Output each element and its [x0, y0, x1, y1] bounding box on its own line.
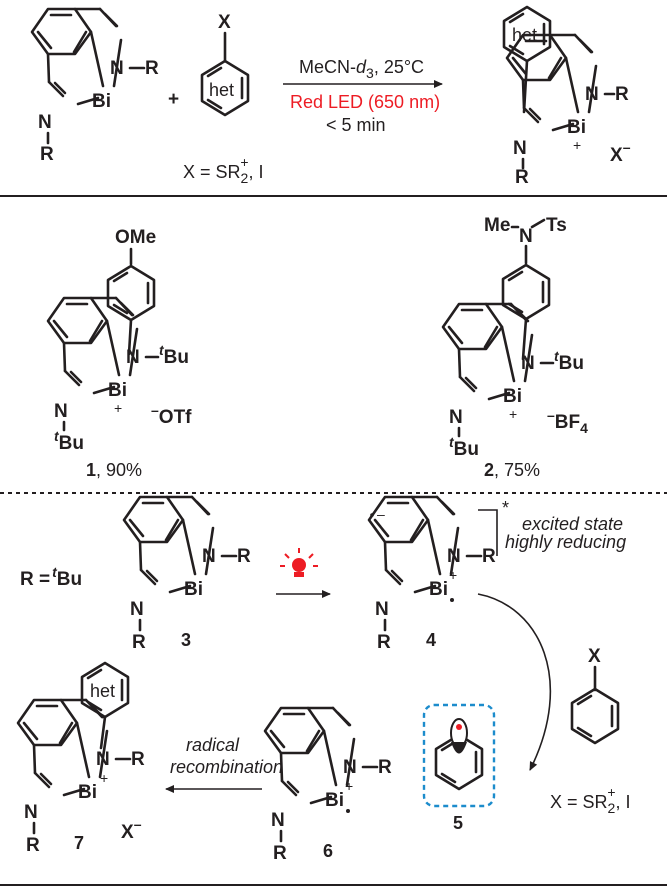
conditions-time: < 5 min [326, 115, 386, 135]
counterion: X– [121, 816, 142, 843]
atom-Bi: Bi [184, 579, 203, 600]
atom-R: R [515, 167, 529, 188]
top-reagent-arene: X het X = SR2+, I [183, 12, 264, 186]
charge-plus: + [573, 137, 581, 153]
atom-R: R [377, 632, 391, 653]
set-arrow [477, 593, 552, 771]
tbu-label: tBu [554, 348, 584, 374]
top-arrow: MeCN-d3, 25°C Red LED (650 nm) < 5 min [283, 57, 443, 135]
atom-R: R [482, 546, 496, 567]
counterion: X– [610, 139, 631, 166]
compound-2-label: 2, 75% [484, 460, 540, 480]
atom-R: R [615, 84, 629, 105]
r-definition: R =tBu [20, 564, 82, 590]
atom-N: N [521, 353, 535, 374]
compound-6-label: 6 [323, 841, 333, 861]
compound-4-label: 4 [426, 630, 436, 650]
atom-N: N [96, 749, 110, 770]
compound-7: het N R Bi + N R 7 X– [16, 661, 145, 856]
atom-N: N [202, 546, 216, 567]
atom-N: N [24, 802, 38, 823]
tbu-label: tBu [159, 342, 189, 368]
compound-5-label: 5 [453, 813, 463, 833]
atom-N: N [449, 407, 463, 428]
atom-X: X [218, 12, 231, 33]
atom-N: N [375, 599, 389, 620]
atom-Bi: Bi [78, 782, 97, 803]
charge-plus: + [509, 406, 517, 422]
atom-R: R [132, 632, 146, 653]
atom-R: R [145, 58, 159, 79]
atom-X: X [588, 646, 601, 667]
compound-3: N R Bi N R 3 [122, 495, 251, 653]
atom-Ts: Ts [546, 215, 567, 236]
het-label: het [209, 80, 234, 100]
atom-R: R [237, 546, 251, 567]
atom-Bi: Bi [429, 579, 448, 600]
atom-OMe: OMe [115, 227, 156, 248]
compound-5-aryl-radical: 5 [422, 703, 496, 833]
plus-sign: + [168, 89, 179, 110]
atom-N: N [126, 347, 140, 368]
top-reagent-bi: N R Bi N R [30, 7, 159, 165]
atom-Bi: Bi [503, 386, 522, 407]
recombination-note-2: recombination [170, 757, 283, 777]
conditions-light: Red LED (650 nm) [290, 92, 440, 112]
atom-N: N [110, 58, 124, 79]
x-definition-mech: X = SR2+, I [550, 784, 631, 816]
radical-anion: – [377, 506, 385, 522]
led-icon [280, 548, 318, 577]
recombination-note: radical [186, 735, 240, 755]
top-product: het N R Bi + N R X– [502, 5, 631, 188]
atom-R: R [378, 757, 392, 778]
atom-N: N [519, 226, 533, 247]
excited-bracket [478, 509, 498, 556]
atom-N: N [343, 757, 357, 778]
excited-state-note-2: highly reducing [505, 532, 626, 552]
conditions-solvent: MeCN-d3, 25°C [299, 57, 424, 81]
compound-3-label: 3 [181, 630, 191, 650]
excited-state-note: excited state [522, 514, 623, 534]
atom-Bi: Bi [92, 91, 111, 112]
tbu-label: tBu [449, 434, 479, 460]
product-1: OMe N tBu Bi + N tBu –OTf 1, 90% [46, 227, 192, 480]
mech-arene: X X = SR2+, I [550, 646, 631, 816]
atom-N: N [585, 84, 599, 105]
atom-Bi: Bi [567, 117, 586, 138]
compound-4: – N R Bi + N R 4 * excited state highly … [367, 495, 626, 653]
tbu-label: tBu [54, 428, 84, 454]
compound-1-label: 1, 90% [86, 460, 142, 480]
atom-Bi: Bi [325, 790, 344, 811]
counterion-bf4: –BF4 [547, 407, 588, 436]
product-2: Me N Ts N tBu Bi + N tBu –BF4 2, 75% [441, 215, 588, 480]
compound-6: N R Bi + N R 6 [263, 706, 392, 864]
atom-N: N [271, 810, 285, 831]
charge-plus: + [449, 567, 457, 583]
x-definition-top: X = SR2+, I [183, 154, 264, 186]
het-label: het [90, 681, 115, 701]
atom-N: N [130, 599, 144, 620]
atom-N: N [513, 138, 527, 159]
charge-plus: + [100, 770, 108, 786]
atom-R: R [40, 144, 54, 165]
atom-N: N [447, 546, 461, 567]
charge-plus: + [345, 778, 353, 794]
atom-R: R [273, 843, 287, 864]
charge-plus: + [114, 400, 122, 416]
atom-N: N [54, 401, 68, 422]
counterion-otf: –OTf [151, 402, 192, 428]
atom-Me: Me [484, 215, 510, 236]
atom-Bi: Bi [108, 380, 127, 401]
atom-N: N [38, 112, 52, 133]
atom-R: R [131, 749, 145, 770]
compound-7-label: 7 [74, 833, 84, 853]
excited-asterisk: * [502, 498, 509, 518]
atom-R: R [26, 835, 40, 856]
